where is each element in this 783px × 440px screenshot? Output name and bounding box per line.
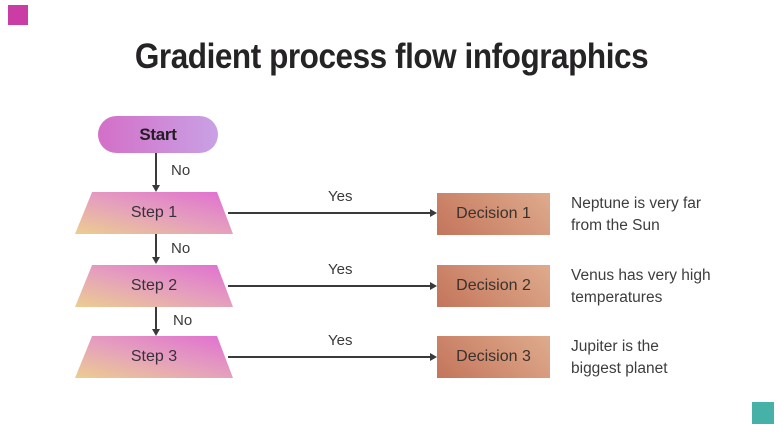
arrowhead-down-icon <box>152 329 160 336</box>
decision-node-label: Decision 1 <box>456 205 531 222</box>
description-line: temperatures <box>571 289 663 306</box>
description-line: from the Sun <box>571 217 660 234</box>
corner-accent-bottom-right <box>752 402 774 424</box>
flow-decision-node-3: Decision 3 <box>437 336 550 378</box>
corner-accent-top-left <box>8 5 28 25</box>
flow-step-node-3: Step 3 <box>75 336 233 378</box>
page-title: Gradient process flow infographics <box>134 37 649 76</box>
connector-step1-to-step2 <box>155 234 157 258</box>
connector-step2-to-step3 <box>155 307 157 329</box>
step-node-label: Step 3 <box>130 348 178 365</box>
connector-start-to-step1 <box>155 153 157 185</box>
decision-description-3: Jupiter is the biggest planet <box>571 336 751 380</box>
description-line: Venus has very high <box>571 267 711 284</box>
step-node-label: Step 2 <box>130 277 178 294</box>
arrowhead-down-icon <box>152 185 160 192</box>
decision-node-label: Decision 3 <box>456 348 531 365</box>
edge-label-no-3: No <box>173 312 193 329</box>
flow-decision-node-1: Decision 1 <box>437 193 550 235</box>
arrowhead-down-icon <box>152 257 160 264</box>
flow-decision-node-2: Decision 2 <box>437 265 550 307</box>
connector-step1-to-decision1 <box>228 212 431 214</box>
description-line: biggest planet <box>571 360 668 377</box>
flow-step-node-2: Step 2 <box>75 265 233 307</box>
arrowhead-right-icon <box>430 209 437 217</box>
description-line: Jupiter is the <box>571 338 659 355</box>
decision-node-label: Decision 2 <box>456 277 531 294</box>
connector-step3-to-decision3 <box>228 356 431 358</box>
edge-label-yes-3: Yes <box>328 332 353 349</box>
start-node-label: Start <box>139 124 177 144</box>
description-line: Neptune is very far <box>571 195 702 212</box>
edge-label-yes-1: Yes <box>328 188 353 205</box>
connector-step2-to-decision2 <box>228 285 431 287</box>
decision-description-1: Neptune is very far from the Sun <box>571 193 751 237</box>
edge-label-no-1: No <box>171 162 191 179</box>
edge-label-yes-2: Yes <box>328 261 353 278</box>
arrowhead-right-icon <box>430 353 437 361</box>
edge-label-no-2: No <box>171 240 191 257</box>
flow-step-node-1: Step 1 <box>75 192 233 234</box>
arrowhead-right-icon <box>430 282 437 290</box>
decision-description-2: Venus has very high temperatures <box>571 265 751 309</box>
step-node-label: Step 1 <box>130 204 178 221</box>
flow-start-node: Start <box>98 116 218 153</box>
